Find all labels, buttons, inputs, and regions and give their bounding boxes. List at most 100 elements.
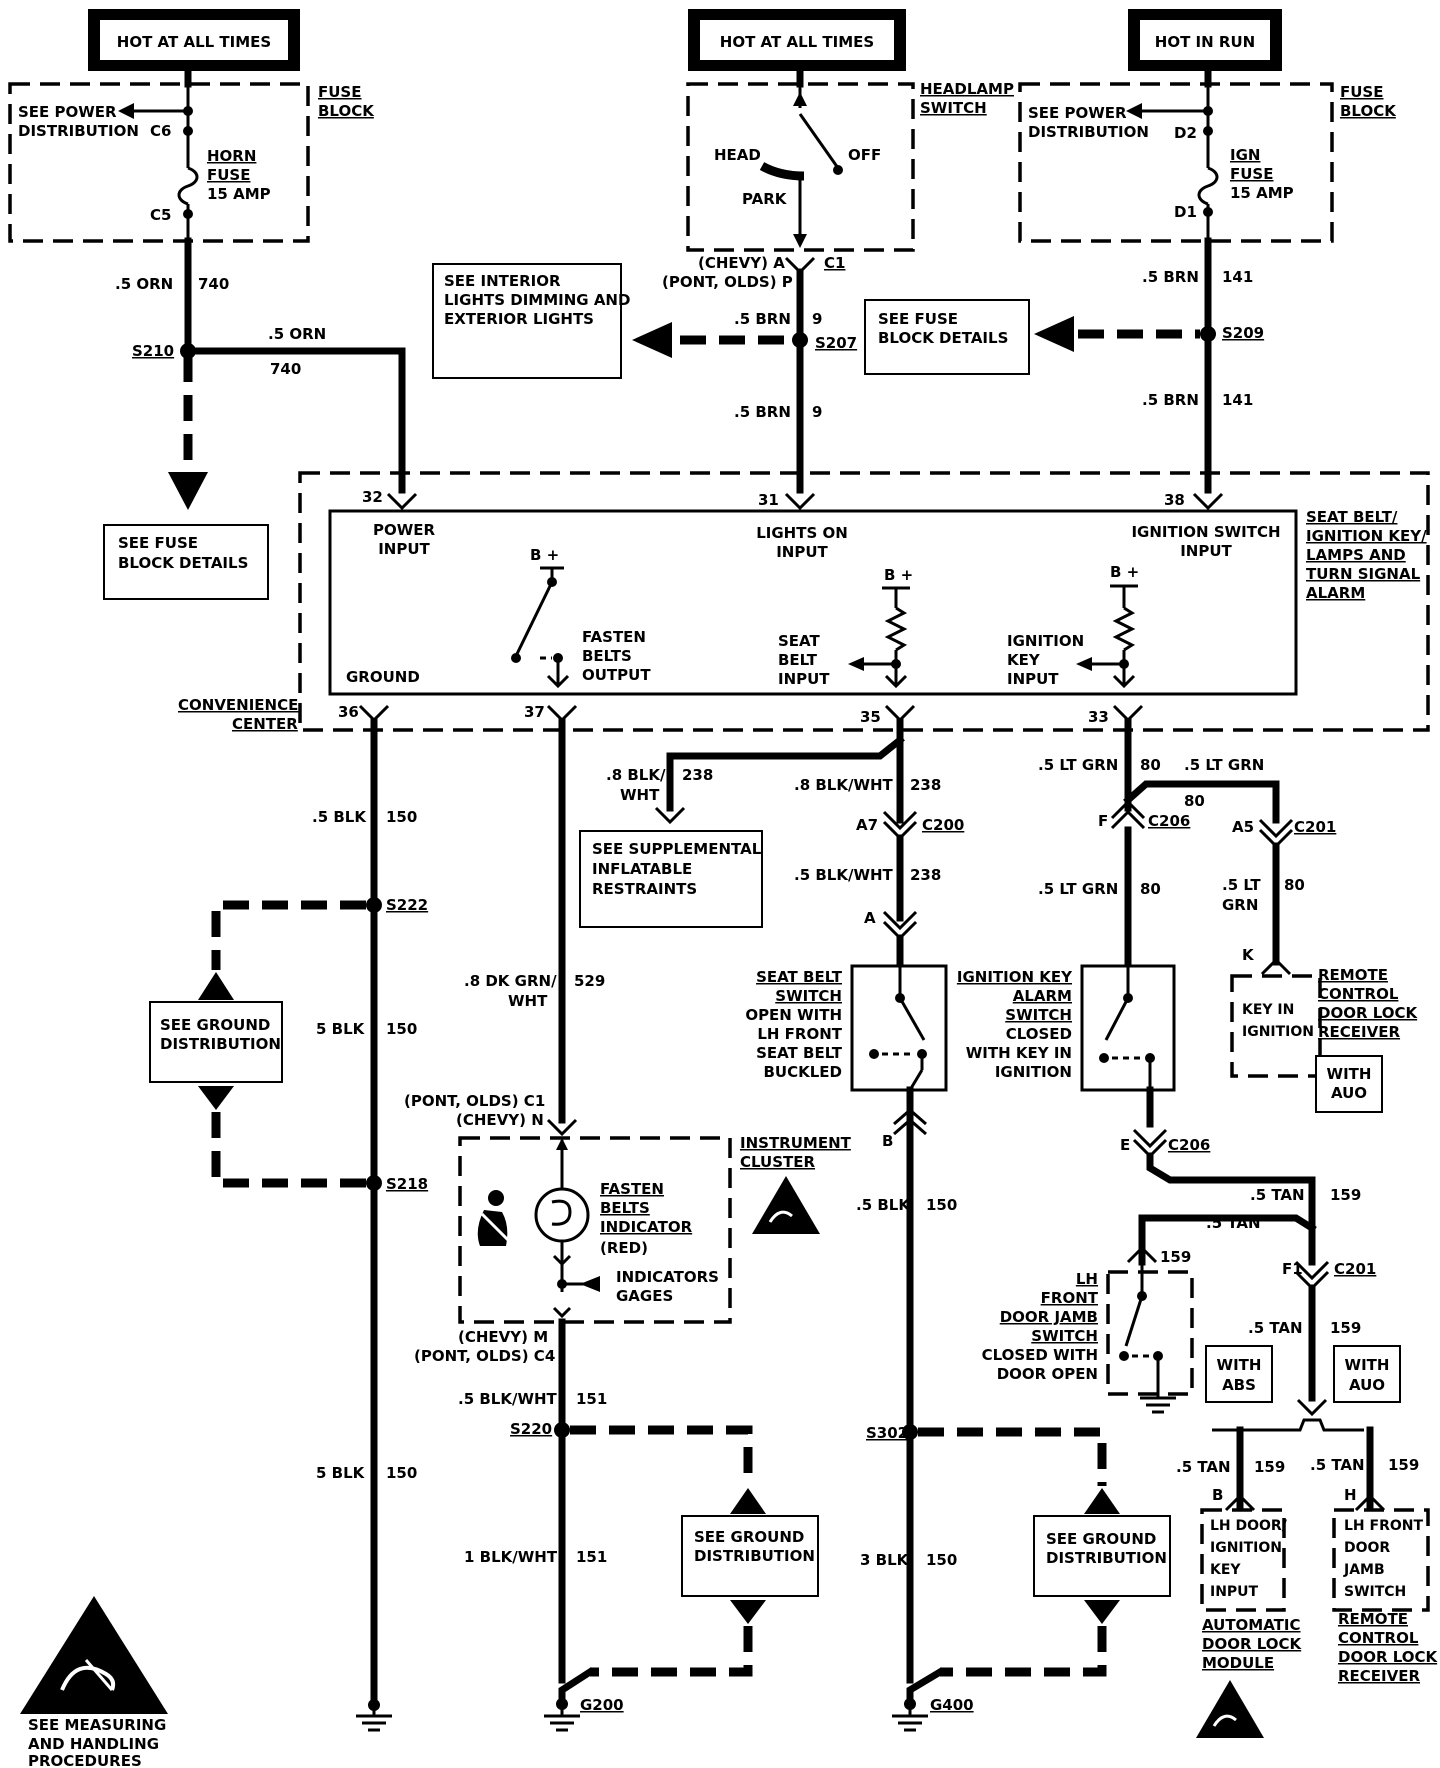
esd-warning-icon	[752, 1176, 820, 1234]
svg-text:9: 9	[812, 403, 822, 421]
svg-text:BLOCK DETAILS: BLOCK DETAILS	[878, 329, 1008, 347]
svg-text:5 BLK: 5 BLK	[316, 1020, 366, 1038]
svg-text:C1: C1	[824, 254, 845, 272]
svg-text:159: 159	[1388, 1456, 1419, 1474]
esd-warning-icon	[1196, 1680, 1264, 1738]
svg-text:38: 38	[1164, 491, 1185, 509]
header-hot-at-all-times-mid: HOT AT ALL TIMES	[688, 9, 906, 71]
svg-text:POWER: POWER	[373, 521, 436, 539]
svg-text:.5 TAN: .5 TAN	[1176, 1458, 1231, 1476]
svg-text:80: 80	[1184, 792, 1205, 810]
svg-text:.5 LT GRN: .5 LT GRN	[1038, 756, 1118, 774]
svg-text:CONVENIENCE: CONVENIENCE	[178, 696, 298, 714]
arrow-left-icon	[118, 103, 134, 119]
svg-text:INSTRUMENT: INSTRUMENT	[740, 1134, 852, 1152]
svg-text:SWITCH: SWITCH	[1005, 1006, 1072, 1024]
svg-text:36: 36	[338, 703, 359, 721]
svg-text:.5 LT GRN: .5 LT GRN	[1038, 880, 1118, 898]
svg-text:BELTS: BELTS	[600, 1199, 650, 1217]
svg-text:HEADLAMP: HEADLAMP	[920, 80, 1014, 98]
svg-text:1 BLK/WHT: 1 BLK/WHT	[464, 1548, 558, 1566]
svg-text:SEE FUSE: SEE FUSE	[878, 310, 958, 328]
svg-text:INPUT: INPUT	[776, 543, 828, 561]
svg-text:FUSE: FUSE	[318, 83, 361, 101]
svg-text:S220: S220	[510, 1420, 552, 1438]
box-see-interior-lights: SEE INTERIOR LIGHTS DIMMING AND EXTERIOR…	[432, 263, 630, 379]
svg-text:WITH: WITH	[1217, 1356, 1262, 1374]
svg-text:RECEIVER: RECEIVER	[1338, 1667, 1420, 1685]
splice-s302	[902, 1424, 918, 1440]
svg-text:9: 9	[812, 310, 822, 328]
svg-text:.5 BLK/WHT: .5 BLK/WHT	[794, 866, 894, 884]
svg-text:ALARM: ALARM	[1013, 987, 1072, 1005]
svg-text:LIGHTS ON: LIGHTS ON	[756, 524, 848, 542]
svg-text:G400: G400	[930, 1696, 974, 1714]
svg-text:REMOTE: REMOTE	[1338, 1610, 1408, 1628]
svg-text:(PONT, OLDS) C4: (PONT, OLDS) C4	[414, 1347, 555, 1365]
svg-text:E: E	[1120, 1136, 1130, 1154]
box-see-fuse-block-left: SEE FUSE BLOCK DETAILS	[103, 524, 269, 600]
header-hot-at-all-times-left: HOT AT ALL TIMES	[88, 9, 300, 71]
svg-text:DISTRIBUTION: DISTRIBUTION	[694, 1547, 815, 1565]
svg-text:.5 TAN: .5 TAN	[1248, 1319, 1303, 1337]
svg-text:150: 150	[926, 1196, 957, 1214]
svg-text:D1: D1	[1174, 203, 1197, 221]
svg-text:32: 32	[362, 488, 383, 506]
svg-text:33: 33	[1088, 708, 1109, 726]
arrow-left-icon	[1126, 103, 1142, 119]
svg-text:(PONT, OLDS) P: (PONT, OLDS) P	[662, 273, 793, 291]
box-see-fuse-block-mid: SEE FUSE BLOCK DETAILS	[864, 299, 1030, 375]
svg-text:C6: C6	[150, 122, 171, 140]
svg-text:GROUND: GROUND	[346, 668, 420, 686]
svg-text:.5 TAN: .5 TAN	[1206, 1214, 1261, 1232]
svg-text:LH FRONT: LH FRONT	[1344, 1518, 1423, 1534]
svg-text:SEAT BELT/: SEAT BELT/	[1306, 508, 1398, 526]
svg-text:SWITCH: SWITCH	[1031, 1327, 1098, 1345]
svg-text:OFF: OFF	[848, 146, 881, 164]
svg-text:OUTPUT: OUTPUT	[582, 666, 651, 684]
svg-text:C206: C206	[1168, 1136, 1210, 1154]
svg-text:.5 TAN: .5 TAN	[1310, 1456, 1365, 1474]
svg-text:C206: C206	[1148, 812, 1190, 830]
svg-text:150: 150	[386, 1020, 417, 1038]
svg-text:WITH KEY IN: WITH KEY IN	[966, 1044, 1072, 1062]
svg-text:150: 150	[386, 808, 417, 826]
svg-text:(CHEVY) M: (CHEVY) M	[458, 1328, 548, 1346]
svg-text:FASTEN: FASTEN	[582, 628, 646, 646]
svg-text:.5 TAN: .5 TAN	[1250, 1186, 1305, 1204]
svg-text:C201: C201	[1334, 1260, 1376, 1278]
svg-text:BLOCK DETAILS: BLOCK DETAILS	[118, 554, 248, 572]
with-auo-badge: WITH AUO	[1333, 1345, 1401, 1403]
svg-text:GRN: GRN	[1222, 896, 1258, 914]
svg-text:ALARM: ALARM	[1306, 584, 1365, 602]
svg-text:DOOR JAMB: DOOR JAMB	[1000, 1308, 1098, 1326]
svg-text:.5 LT GRN: .5 LT GRN	[1184, 756, 1264, 774]
svg-text:LH: LH	[1076, 1270, 1098, 1288]
svg-text:S210: S210	[132, 342, 174, 360]
svg-text:FASTEN: FASTEN	[600, 1180, 664, 1198]
with-abs-badge: WITH ABS	[1205, 1345, 1273, 1403]
svg-text:ABS: ABS	[1222, 1376, 1256, 1394]
svg-text:FRONT: FRONT	[1041, 1289, 1099, 1307]
svg-text:IGNITION: IGNITION	[1210, 1540, 1282, 1556]
svg-text:(PONT, OLDS) C1: (PONT, OLDS) C1	[404, 1092, 545, 1110]
svg-text:MODULE: MODULE	[1202, 1654, 1274, 1672]
svg-text:F: F	[1098, 812, 1108, 830]
svg-text:A5: A5	[1232, 818, 1254, 836]
svg-text:INDICATOR: INDICATOR	[600, 1218, 693, 1236]
svg-text:BELT: BELT	[778, 651, 818, 669]
svg-text:SEAT BELT: SEAT BELT	[756, 968, 843, 986]
svg-text:F1: F1	[1282, 1260, 1303, 1278]
svg-text:529: 529	[574, 972, 605, 990]
svg-text:SEE GROUND: SEE GROUND	[1046, 1530, 1156, 1548]
lh-front-door-jamb-switch: LH FRONT DOOR JAMB SWITCH CLOSED WITH DO…	[982, 1262, 1194, 1414]
svg-text:WHT: WHT	[508, 992, 548, 1010]
svg-text:.5 LT: .5 LT	[1222, 876, 1261, 894]
svg-text:SWITCH: SWITCH	[775, 987, 842, 1005]
svg-text:HOT IN RUN: HOT IN RUN	[1155, 33, 1255, 51]
svg-text:.8 BLK/WHT: .8 BLK/WHT	[794, 776, 894, 794]
svg-text:LH DOOR/: LH DOOR/	[1210, 1518, 1288, 1534]
svg-text:TURN SIGNAL: TURN SIGNAL	[1306, 565, 1421, 583]
svg-text:(CHEVY) A: (CHEVY) A	[698, 254, 785, 272]
svg-text:RECEIVER: RECEIVER	[1318, 1023, 1400, 1041]
